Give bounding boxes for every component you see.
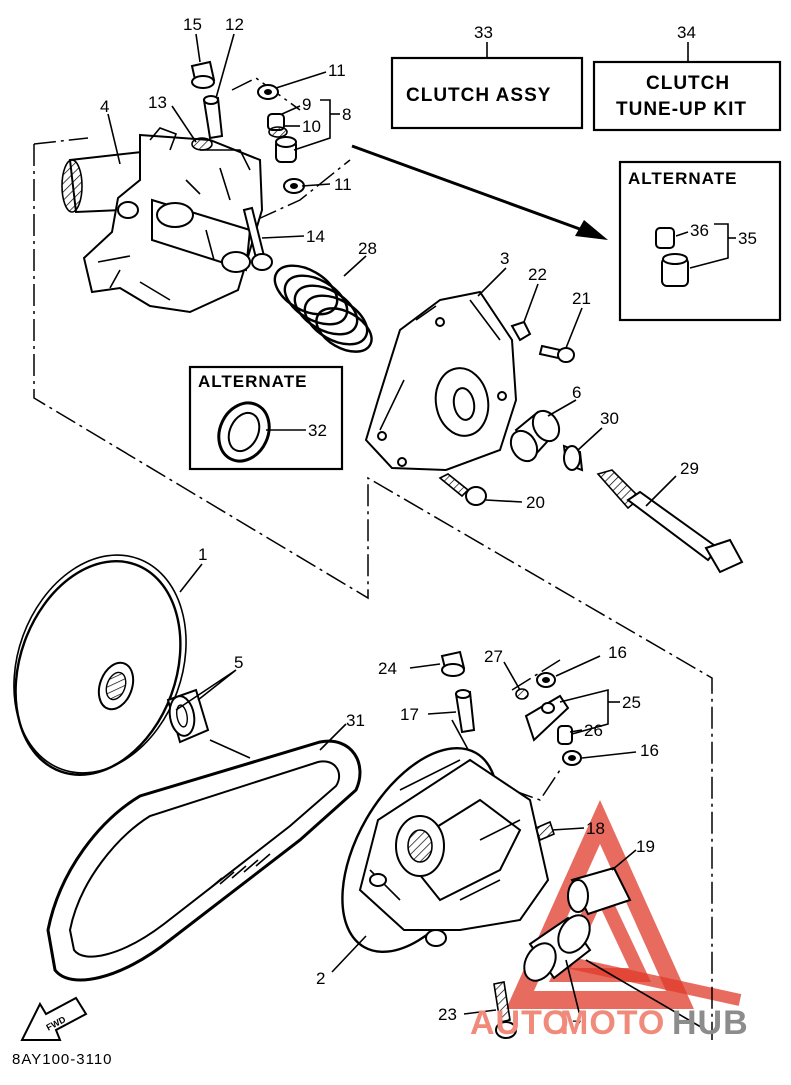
part-27-screw xyxy=(515,688,529,700)
callout-21: 21 xyxy=(572,289,591,308)
part-24-cap xyxy=(440,650,466,677)
callout-28: 28 xyxy=(358,239,377,258)
callout-5: 5 xyxy=(234,653,243,672)
parts-16-washers xyxy=(536,672,582,766)
callout-34: 34 xyxy=(677,23,696,42)
forward-arrow-icon: FWD xyxy=(20,996,88,1041)
callout-20: 20 xyxy=(526,493,545,512)
callout-8: 8 xyxy=(342,105,351,124)
pointer-arrow xyxy=(351,144,608,240)
callout-3: 3 xyxy=(500,249,509,268)
part-25-arm xyxy=(524,694,573,745)
callout-25: 25 xyxy=(622,693,641,712)
callout-16-top: 16 xyxy=(608,643,627,662)
callout-19: 19 xyxy=(636,837,655,856)
cover-part-3 xyxy=(364,290,518,472)
part-13-screw xyxy=(191,137,213,151)
callout-14: 14 xyxy=(306,227,325,246)
part-21-bolt xyxy=(538,344,575,363)
spring-part-28 xyxy=(273,264,373,353)
callout-6: 6 xyxy=(572,383,581,402)
callout-18: 18 xyxy=(586,819,605,838)
sheave-part-1 xyxy=(13,554,187,776)
callout-9: 9 xyxy=(302,95,311,114)
callout-11-top: 11 xyxy=(328,61,346,80)
part-6-roller xyxy=(509,409,561,463)
callout-13: 13 xyxy=(148,93,167,112)
part-15-cap xyxy=(190,60,216,89)
parts-9-10-11 xyxy=(257,84,305,194)
alternate-box-top: ALTERNATE 36 35 xyxy=(618,160,782,322)
callout-2: 2 xyxy=(316,969,325,988)
callout-29: 29 xyxy=(680,459,699,478)
part-12-pin xyxy=(202,95,224,140)
clutch-assy-label: CLUTCH ASSY xyxy=(406,85,551,106)
callout-23: 23 xyxy=(438,1005,457,1024)
watermark-moto: MOTO xyxy=(560,1004,665,1042)
leader-lines xyxy=(107,33,707,1031)
part-14-bolt xyxy=(242,206,273,271)
callout-35: 35 xyxy=(738,229,757,248)
callout-30: 30 xyxy=(600,409,619,428)
part-19-sleeve xyxy=(567,866,632,916)
callout-1: 1 xyxy=(198,545,207,564)
callout-15: 15 xyxy=(183,15,202,34)
part-5-bushing xyxy=(166,688,210,744)
tune-up-kit-box: 34 CLUTCH TUNE-UP KIT xyxy=(592,23,782,132)
part-18-screw xyxy=(535,820,555,842)
callout-31: 31 xyxy=(346,711,365,730)
callout-22: 22 xyxy=(528,265,547,284)
tune-up-kit-line2: TUNE-UP KIT xyxy=(616,99,747,120)
watermark-text: AUTO MOTO HUB xyxy=(470,1004,749,1042)
callout-4: 4 xyxy=(100,97,109,116)
part-22-nut xyxy=(510,320,532,342)
watermark-auto: AUTO xyxy=(470,1004,570,1042)
callout-numbers: 15 12 13 4 11 9 10 8 11 14 28 3 22 21 6 … xyxy=(100,15,699,1036)
sheave-hub-part xyxy=(61,127,264,314)
callout-7: 7 xyxy=(572,1017,581,1036)
callout-26: 26 xyxy=(584,721,603,740)
alternate-box-left: ALTERNATE 32 xyxy=(188,365,344,471)
callout-10: 10 xyxy=(302,117,321,136)
alternate-top-title: ALTERNATE xyxy=(628,169,737,188)
alternate-left-title: ALTERNATE xyxy=(198,372,307,391)
part-30-clip xyxy=(562,444,584,472)
callout-33: 33 xyxy=(474,23,493,42)
part-29-bolt xyxy=(596,469,744,574)
diagram-code: 8AY100-3110 xyxy=(12,1051,113,1068)
callout-16-bottom: 16 xyxy=(640,741,659,760)
drive-belt-part-31 xyxy=(46,739,362,982)
callout-17: 17 xyxy=(400,705,419,724)
part-17-pin xyxy=(454,689,476,734)
callout-27: 27 xyxy=(484,647,503,666)
sheave-part-2 xyxy=(341,746,550,954)
part-20-bolt xyxy=(438,473,487,506)
callout-24: 24 xyxy=(378,659,397,678)
watermark-hub: HUB xyxy=(672,1004,749,1042)
callout-11-bottom: 11 xyxy=(334,175,352,194)
callout-32: 32 xyxy=(308,421,327,440)
tune-up-kit-line1: CLUTCH xyxy=(646,73,730,94)
part-7-bushing xyxy=(523,914,592,982)
callout-12: 12 xyxy=(225,15,244,34)
part-23-bolt xyxy=(493,981,517,1039)
callout-36: 36 xyxy=(690,221,709,240)
clutch-assy-box: 33 CLUTCH ASSY xyxy=(390,23,584,130)
